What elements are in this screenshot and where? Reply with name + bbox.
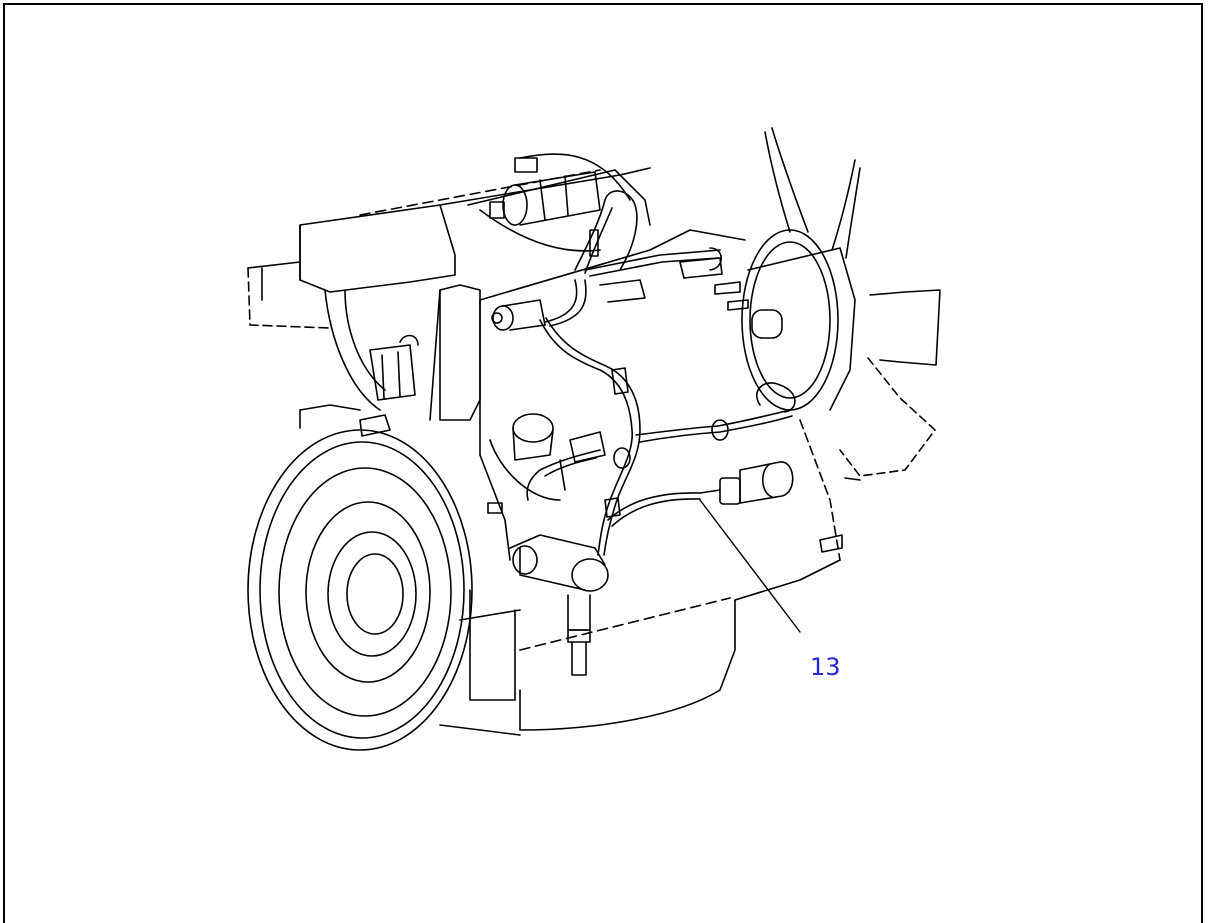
cooling-fan — [764, 127, 941, 481]
starter-unit — [509, 534, 609, 676]
sensor-13 — [699, 461, 794, 505]
connector-bolts — [491, 299, 546, 331]
intake-element — [489, 157, 601, 226]
fan-pulley — [714, 229, 856, 411]
rocker-cover — [247, 167, 651, 329]
engine-block — [299, 229, 746, 561]
callout-label-13[interactable]: 13 — [810, 653, 841, 681]
callout-leader-13 — [699, 499, 801, 633]
oil-filler — [487, 413, 561, 514]
wiring-harness — [479, 153, 796, 556]
oil-pan — [439, 419, 843, 736]
crank-pulley — [247, 429, 521, 751]
drawing-frame — [3, 3, 1203, 923]
